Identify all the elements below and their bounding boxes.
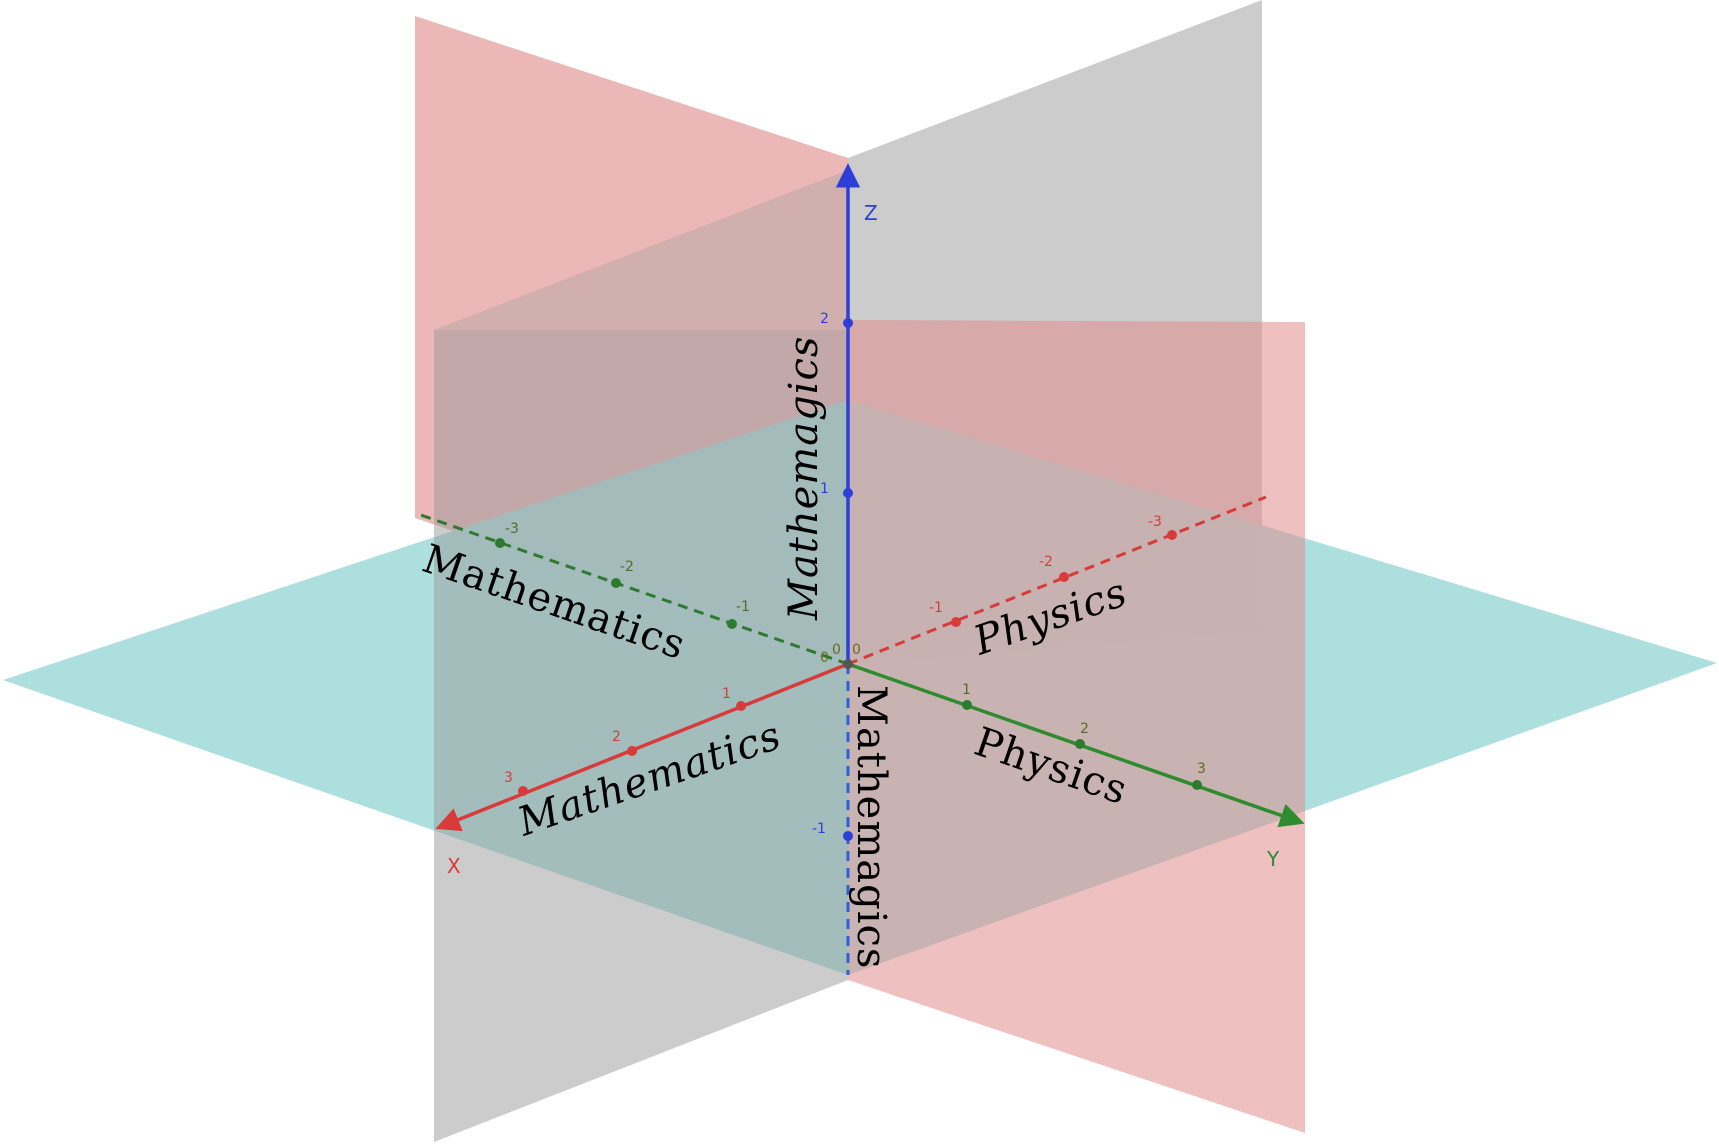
z-ticks [843,318,853,841]
z-tick-point [843,318,853,328]
x-tick-point [951,617,961,627]
y-tick-label: -2 [620,559,634,575]
z-tick-point [843,488,853,498]
x-tick-label: -2 [1039,554,1053,570]
y-tick-label: 1 [962,682,971,698]
y-tick-point [962,700,972,710]
origin-labels: 0 0 0 [820,642,861,666]
x-axis-label: X [447,854,461,878]
y-axis-label: Y [1266,847,1280,871]
x-tick-label: -1 [929,600,943,616]
x-axis [435,662,849,832]
x-tick-label: 2 [612,729,621,745]
y-tick-point [495,538,505,548]
x-ticks [518,530,1177,796]
x-tick-point [627,746,637,756]
y-tick-point [727,619,737,629]
z-tick-label: 2 [820,311,829,327]
yz-plane-front [434,330,848,1142]
y-tick-label: -1 [736,599,750,615]
y-ticks [495,538,1202,790]
origin-label: 0 [832,642,841,658]
x-tick-label: -3 [1148,514,1162,530]
y-tick-point [1192,780,1202,790]
x-tick-point [736,701,746,711]
origin-label: 0 [820,650,829,666]
z-tick-labels: 2 1 -1 [812,311,829,837]
y-tick-point [611,578,621,588]
y-tick-labels: 1 2 3 -1 -2 -3 [505,521,1206,777]
x-tick-point [518,786,528,796]
x-tick-label: 1 [722,686,731,702]
x-tick-label: 3 [504,770,513,786]
z-positive-label: Mathemagics [781,336,827,621]
y-axis [847,662,1305,828]
x-axis-negative [847,495,1267,666]
y-tick-label: 2 [1080,721,1089,737]
yz-plane-top-overlay [434,170,848,330]
origin-label: 0 [852,642,861,658]
x-tick-labels: 1 2 3 -1 -2 -3 [504,514,1162,786]
z-axis-label: Z [864,201,878,225]
origin-point [843,659,853,669]
z-tick-label: 1 [820,481,829,497]
y-tick-label: 3 [1197,761,1206,777]
x-tick-point [1167,530,1177,540]
z-tick-point [843,831,853,841]
z-negative-label: Mathemagics [848,685,894,969]
z-tick-label: -1 [812,821,826,837]
y-tick-label: -3 [505,521,519,537]
x-tick-point [1059,572,1069,582]
y-tick-point [1075,739,1085,749]
xz-plane-front [848,320,1305,1133]
y-axis-negative [414,511,849,666]
